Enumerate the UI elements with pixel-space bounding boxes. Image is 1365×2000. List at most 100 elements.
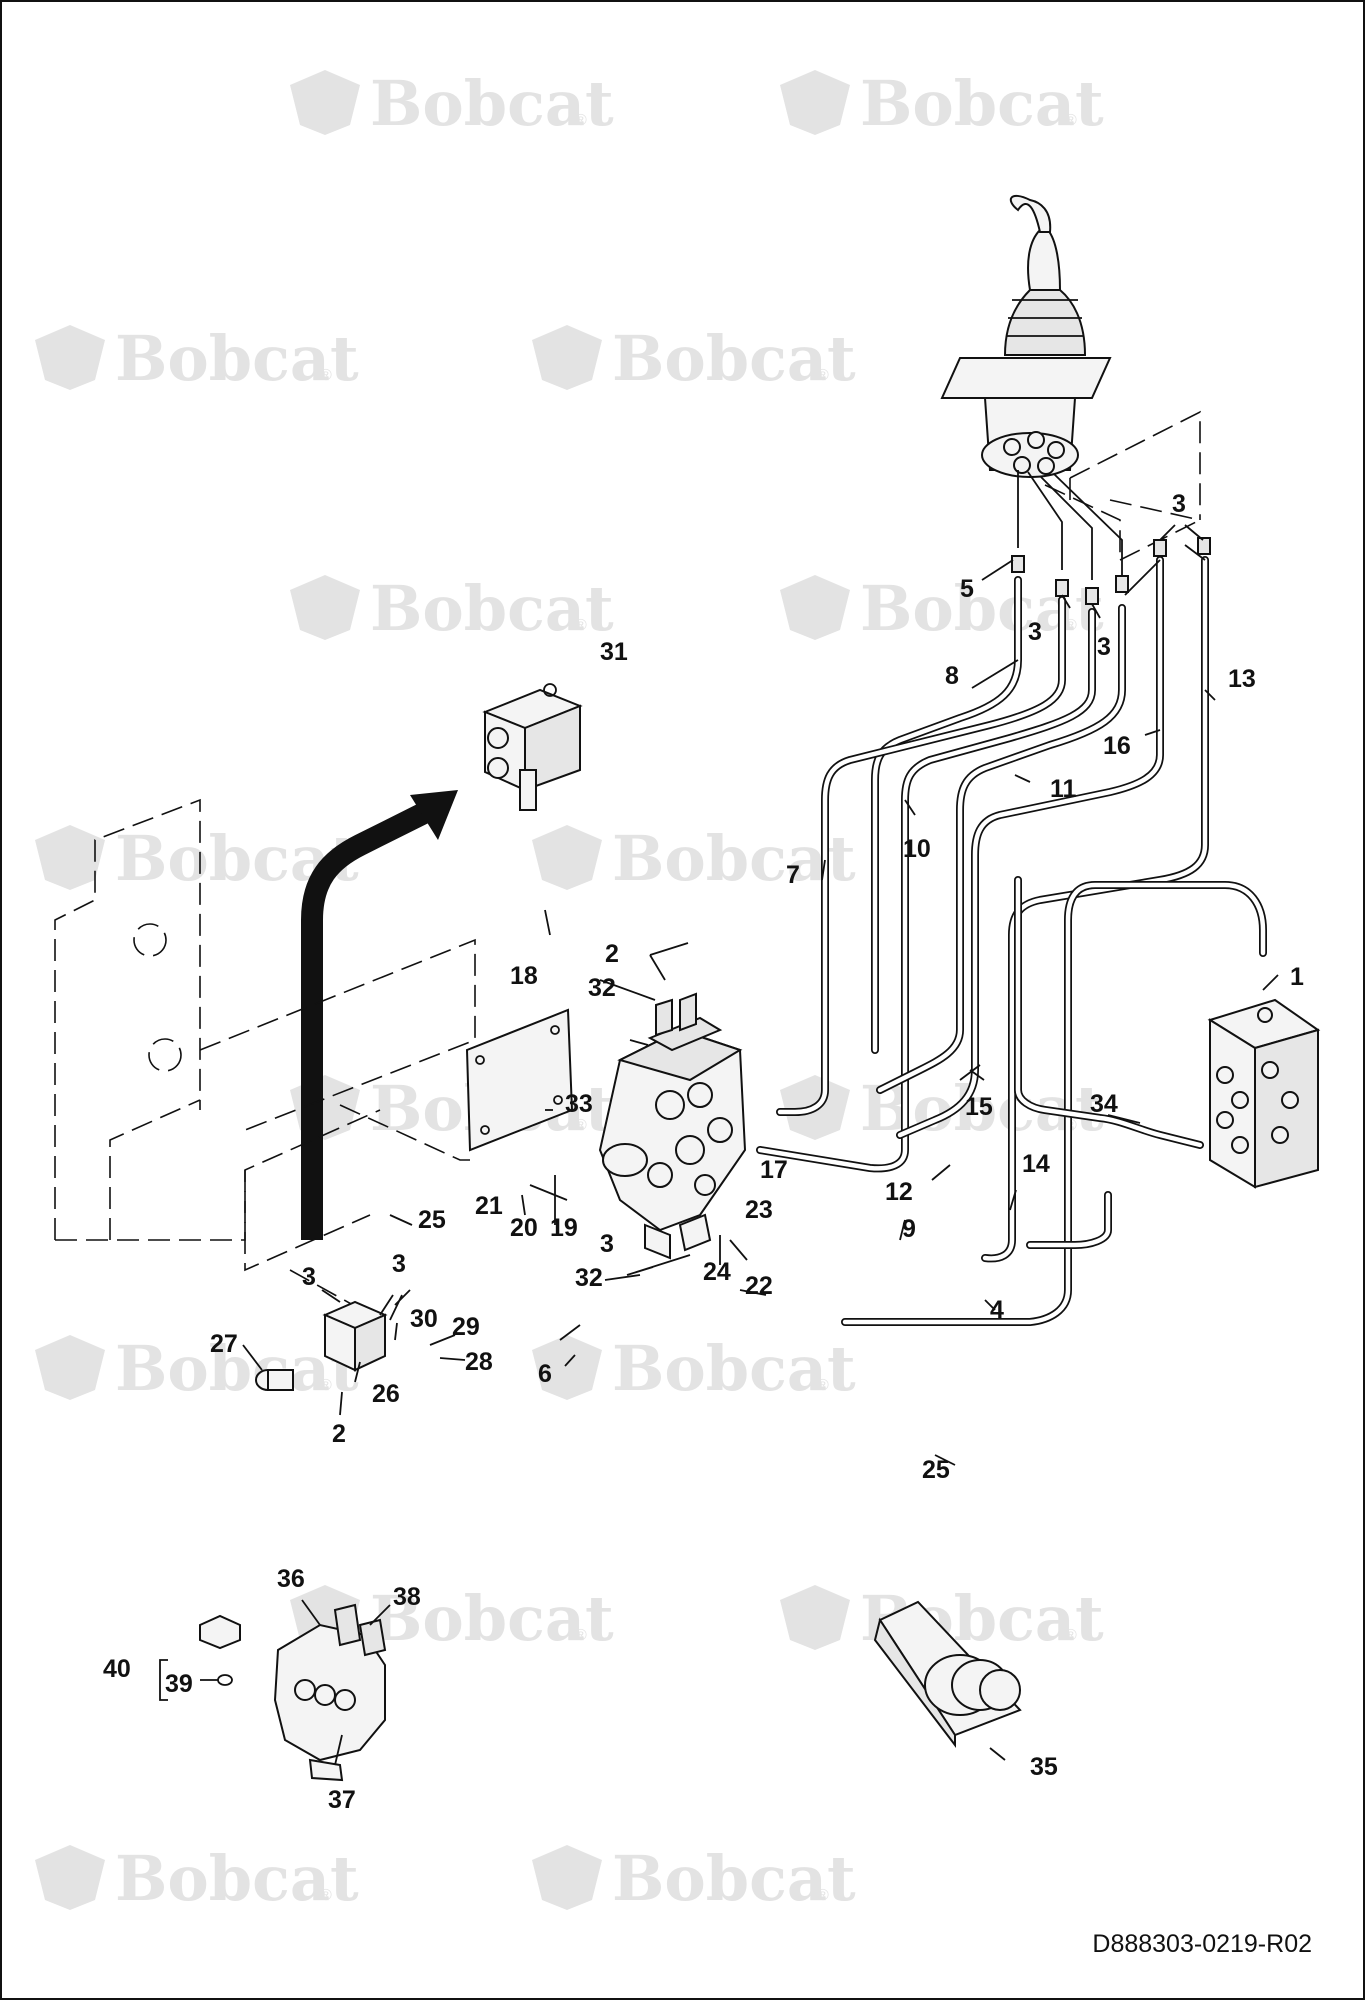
watermark-registered-mark: ®: [320, 367, 332, 384]
callout-37: 37: [328, 1786, 356, 1814]
watermark-mark: Bobcat®: [290, 572, 614, 645]
watermark-registered-mark: ®: [817, 1887, 829, 1904]
valve-kit-40: [199, 1603, 387, 1782]
callout-32-top: 32: [588, 974, 616, 1002]
callout-8: 8: [945, 662, 959, 690]
callout-2-top: 2: [605, 940, 619, 968]
callout-38: 38: [393, 1583, 421, 1611]
callout-21: 21: [475, 1192, 503, 1220]
watermark-logo-icon: [532, 1845, 602, 1910]
callout-28: 28: [465, 1348, 493, 1376]
callout-25-bottom: 25: [922, 1456, 950, 1484]
callout-11: 11: [1050, 775, 1077, 803]
hose-1-inner: [842, 882, 1266, 1325]
watermark-registered-mark: ®: [1065, 617, 1077, 634]
hose-16-inner: [897, 557, 1163, 1138]
callout-15: 15: [965, 1093, 993, 1121]
watermark-registered-mark: ®: [817, 1377, 829, 1394]
hose-13-inner: [982, 557, 1208, 1261]
watermark-brand-text: Bobcat: [612, 1332, 856, 1405]
hose-15-inner: [1015, 877, 1203, 1148]
watermark-layer: Bobcat®Bobcat®Bobcat®Bobcat®Bobcat®Bobca…: [35, 67, 1104, 1915]
callout-3-manifold-b: 3: [392, 1250, 406, 1278]
watermark-registered-mark: ®: [1065, 1627, 1077, 1644]
callout-2-bottom: 2: [332, 1420, 346, 1448]
hose-11-inner: [877, 605, 1125, 1093]
watermark-logo-icon: [35, 825, 105, 890]
watermark-mark: Bobcat®: [35, 1332, 359, 1405]
callout-12: 12: [885, 1178, 913, 1206]
joystick-assembly: [940, 194, 1112, 478]
callout-29: 29: [452, 1313, 480, 1341]
callout-4: 4: [990, 1296, 1004, 1324]
watermark-mark: Bobcat®: [532, 322, 856, 395]
watermark-logo-icon: [290, 70, 360, 135]
callout-23: 23: [745, 1196, 773, 1224]
watermark-registered-mark: ®: [575, 1627, 587, 1644]
callout-34: 34: [1090, 1090, 1118, 1118]
callout-3-manifold-a: 3: [302, 1263, 316, 1291]
joystick-fittings: [1011, 537, 1211, 605]
callout-3-joystick-b: 3: [1097, 633, 1111, 661]
control-valve-17: [598, 992, 747, 1260]
hose-14-inner: [1027, 1192, 1111, 1248]
watermark-registered-mark: ®: [575, 1117, 587, 1134]
callout-6: 6: [538, 1360, 552, 1388]
watermark-mark: Bobcat®: [290, 1582, 614, 1655]
watermark-brand-text: Bobcat: [370, 572, 614, 645]
watermark-registered-mark: ®: [1065, 112, 1077, 129]
watermark-logo-icon: [35, 1845, 105, 1910]
callout-33: 33: [565, 1090, 593, 1118]
watermark-logo-icon: [532, 825, 602, 890]
joystick-ports: [1017, 470, 1123, 580]
callout-32-bottom: 32: [575, 1264, 603, 1292]
watermark-mark: Bobcat®: [35, 322, 359, 395]
manifold-1: [1207, 998, 1321, 1189]
watermark-registered-mark: ®: [320, 1887, 332, 1904]
callout-17: 17: [760, 1156, 788, 1184]
watermark-logo-icon: [780, 70, 850, 135]
hose-8-inner: [872, 577, 1021, 1053]
callout-30: 30: [410, 1305, 438, 1333]
drawing-reference: D888303-0219-R02: [1092, 1930, 1312, 1958]
callout-40: 40: [103, 1655, 131, 1683]
callout-3-joystick-right: 3: [1172, 490, 1186, 518]
callout-3-valve: 3: [600, 1230, 614, 1258]
callout-5: 5: [960, 575, 974, 603]
watermark-registered-mark: ®: [575, 112, 587, 129]
watermark-mark: Bobcat®: [290, 67, 614, 140]
mounting-plate-18: [465, 1008, 574, 1152]
watermark-brand-text: Bobcat: [860, 67, 1104, 140]
hose-10-inner: [757, 609, 1095, 1171]
callout-10: 10: [903, 835, 931, 863]
callout-19: 19: [550, 1214, 578, 1242]
watermark-mark: Bobcat®: [532, 822, 856, 895]
watermark-logo-icon: [35, 325, 105, 390]
watermark-logo-icon: [780, 575, 850, 640]
hydraulic-hoses: [756, 556, 1267, 1326]
watermark-registered-mark: ®: [817, 367, 829, 384]
watermark-brand-text: Bobcat: [115, 1842, 359, 1915]
watermark-brand-text: Bobcat: [612, 322, 856, 395]
callout-14: 14: [1022, 1150, 1050, 1178]
callout-3-joystick-a: 3: [1028, 618, 1042, 646]
callout-18: 18: [510, 962, 538, 990]
valve-31: [482, 683, 583, 811]
callout-7: 7: [786, 861, 800, 889]
callout-22: 22: [745, 1272, 773, 1300]
arrow-to-valve-31: [301, 800, 435, 1240]
callout-36: 36: [277, 1565, 305, 1593]
callout-1: 1: [1290, 963, 1304, 991]
watermark-registered-mark: ®: [575, 617, 587, 634]
callout-25-left: 25: [418, 1206, 446, 1234]
watermark-brand-text: Bobcat: [612, 1842, 856, 1915]
watermark-brand-text: Bobcat: [115, 1332, 359, 1405]
callout-35: 35: [1030, 1753, 1058, 1781]
watermark-logo-icon: [780, 1585, 850, 1650]
watermark-registered-mark: ®: [320, 1377, 332, 1394]
watermark-mark: Bobcat®: [532, 1332, 856, 1405]
watermark-logo-icon: [532, 325, 602, 390]
watermark-logo-icon: [290, 575, 360, 640]
